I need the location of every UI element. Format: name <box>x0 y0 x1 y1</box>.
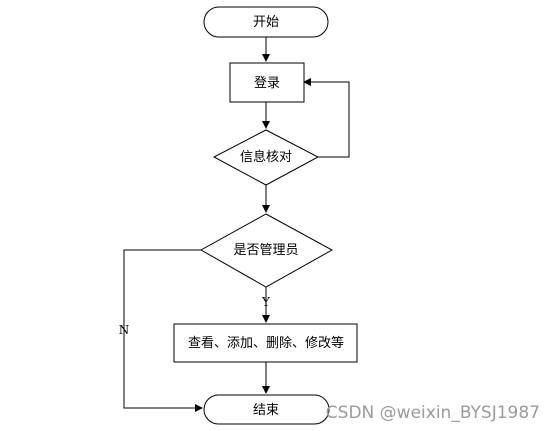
is-admin-decision <box>199 213 334 288</box>
watermark-text: CSDN @weixin_BYSJ1987 <box>326 403 540 423</box>
end-terminal <box>203 394 330 425</box>
no-label: N <box>119 323 130 337</box>
start-label: 开始 <box>253 15 279 30</box>
start-terminal <box>203 6 329 38</box>
verify-label: 信息核对 <box>240 149 292 165</box>
is-admin-label: 是否管理员 <box>233 243 298 258</box>
login-process <box>229 62 305 103</box>
actions-label: 查看、添加、删除、修改等 <box>188 335 344 351</box>
edge-verify-loop-to-login <box>303 78 350 158</box>
yes-label: Y <box>261 295 271 309</box>
end-label: 结束 <box>253 403 279 418</box>
login-label: 登录 <box>254 76 280 91</box>
actions-process <box>173 323 358 363</box>
edge-is-admin-no <box>123 249 203 412</box>
verify-decision <box>212 129 320 186</box>
